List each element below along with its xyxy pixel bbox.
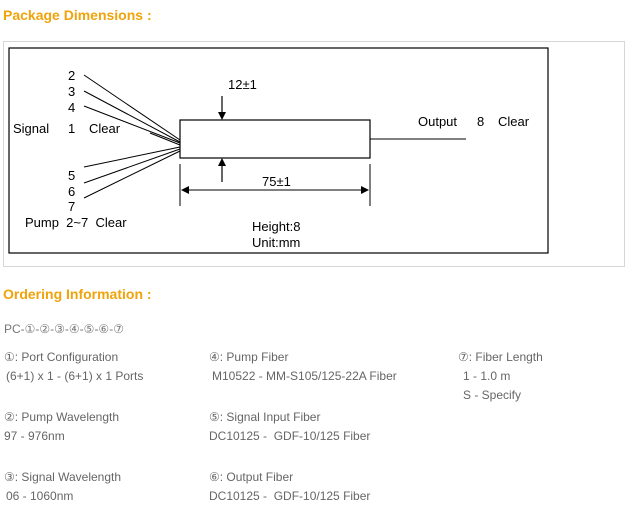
length-dimension-label: 75±1 <box>262 174 291 189</box>
signal-number: 1 <box>68 121 75 136</box>
output-number: 8 <box>477 114 484 129</box>
combiner-body <box>179 119 371 159</box>
fiber-number-7: 7 <box>68 199 75 214</box>
field-label: ⑥: Output Fiber <box>209 470 294 484</box>
signal-input-fiber-field: ⑤: Signal Input Fiber DC10125 - GDF-10/1… <box>209 410 370 443</box>
signal-wavelength-field: ③: Signal Wavelength 06 - 1060nm <box>4 470 121 503</box>
unit-note: Unit:mm <box>252 235 300 250</box>
package-diagram-panel: 2 3 4 Signal 1 Clear 5 6 7 Pump 2~7 Clea… <box>3 41 625 267</box>
part-number-code: PC-①-②-③-④-⑤-⑥-⑦ <box>4 322 124 336</box>
field-label: ①: Port Configuration <box>4 350 119 364</box>
field-label: ⑤: Signal Input Fiber <box>209 410 321 424</box>
field-value: 1 - 1.0 m <box>463 369 511 383</box>
package-dimensions-heading: Package Dimensions : <box>3 7 152 23</box>
height-arrowhead-bottom <box>218 158 226 166</box>
fiber-length-field: ⑦: Fiber Length 1 - 1.0 m S - Specify <box>458 350 543 402</box>
ordering-information-heading: Ordering Information : <box>3 286 152 302</box>
output-fiber-field: ⑥: Output Fiber DC10125 - GDF-10/125 Fib… <box>209 470 370 503</box>
port-configuration-field: ①: Port Configuration (6+1) x 1 - (6+1) … <box>4 350 143 383</box>
fiber-number-3: 3 <box>68 84 75 99</box>
field-value: DC10125 - GDF-10/125 Fiber <box>209 429 371 443</box>
pump-wavelength-field: ②: Pump Wavelength 97 - 976nm <box>4 410 119 443</box>
fiber-line-1 <box>149 132 181 146</box>
output-label: Output <box>418 114 457 129</box>
field-value: 06 - 1060nm <box>6 489 74 503</box>
height-note: Height:8 <box>252 219 300 234</box>
output-clear-label: Clear <box>498 114 530 129</box>
input-fibers <box>83 74 181 199</box>
fiber-line-5 <box>83 146 181 168</box>
pump-label: Pump 2~7 Clear <box>25 215 127 230</box>
height-dimension-label: 12±1 <box>228 77 257 92</box>
field-label: ④: Pump Fiber <box>209 350 289 364</box>
height-arrowhead-top <box>218 112 226 120</box>
field-label: ③: Signal Wavelength <box>4 470 122 484</box>
fiber-line-7 <box>83 150 181 199</box>
fiber-number-2: 2 <box>68 68 75 83</box>
field-value: M10522 - MM-S105/125-22A Fiber <box>212 369 397 383</box>
package-diagram: 2 3 4 Signal 1 Clear 5 6 7 Pump 2~7 Clea… <box>8 47 549 254</box>
fiber-number-6: 6 <box>68 184 75 199</box>
length-arrowhead-left <box>181 186 189 194</box>
field-value-secondary: S - Specify <box>463 388 522 402</box>
fiber-line-3 <box>83 90 181 143</box>
diagram-frame <box>8 47 549 254</box>
fiber-line-6 <box>83 148 181 184</box>
fiber-line-4 <box>83 105 181 144</box>
fiber-line-2 <box>83 74 181 141</box>
fiber-number-5: 5 <box>68 168 75 183</box>
field-value: DC10125 - GDF-10/125 Fiber <box>209 489 371 503</box>
signal-label: Signal <box>13 121 49 136</box>
length-arrowhead-right <box>361 186 369 194</box>
fiber-number-4: 4 <box>68 100 75 115</box>
field-value: 97 - 976nm <box>4 429 65 443</box>
field-label: ②: Pump Wavelength <box>4 410 120 424</box>
field-label: ⑦: Fiber Length <box>458 350 543 364</box>
field-value: (6+1) x 1 - (6+1) x 1 Ports <box>6 369 144 383</box>
pump-fiber-field: ④: Pump Fiber M10522 - MM-S105/125-22A F… <box>209 350 397 383</box>
signal-clear-label: Clear <box>89 121 121 136</box>
